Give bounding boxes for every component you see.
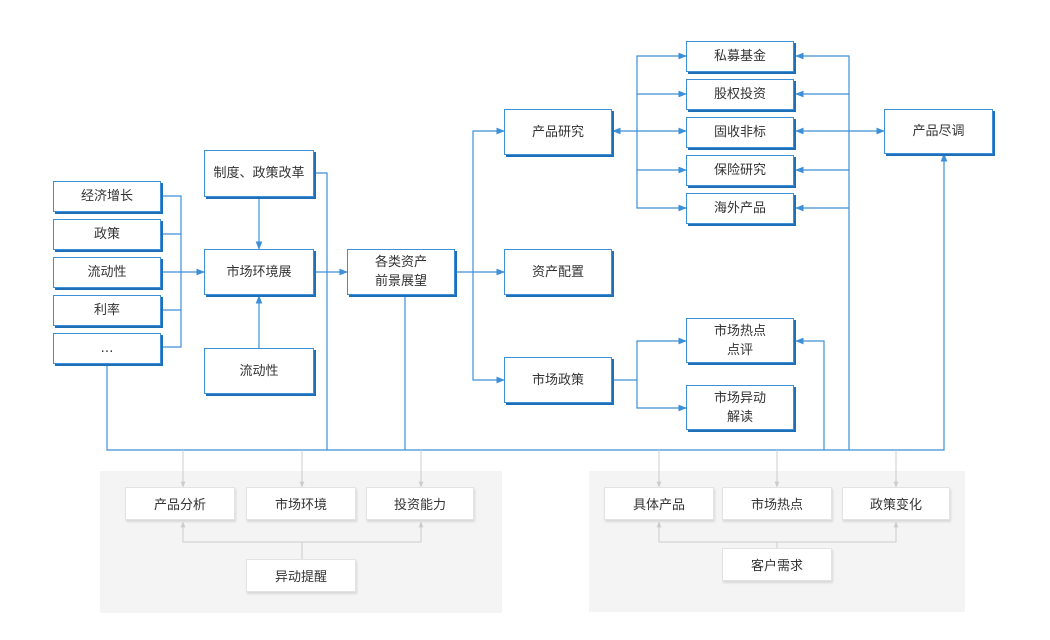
node-market-environment: 市场环境展 bbox=[204, 249, 314, 295]
product-fixed-income: 固收非标 bbox=[686, 117, 794, 148]
input-policy: 政策 bbox=[53, 219, 161, 250]
product-private-fund: 私募基金 bbox=[686, 41, 794, 72]
node-market-move-analysis: 市场异动 解读 bbox=[686, 385, 794, 430]
node-asset-allocation: 资产配置 bbox=[504, 249, 612, 295]
input-economic-growth: 经济增长 bbox=[53, 181, 161, 212]
right-policy-change: 政策变化 bbox=[842, 487, 950, 520]
right-market-hotspots: 市场热点 bbox=[722, 487, 832, 520]
left-investment-capability: 投资能力 bbox=[366, 487, 474, 520]
product-insurance-research: 保险研究 bbox=[686, 155, 794, 186]
left-anomaly-alert: 异动提醒 bbox=[246, 559, 356, 592]
node-hot-topic-review: 市场热点 点评 bbox=[686, 318, 794, 363]
node-due-diligence: 产品尽调 bbox=[884, 109, 993, 154]
node-liquidity: 流动性 bbox=[204, 348, 314, 394]
right-client-needs: 客户需求 bbox=[722, 548, 832, 581]
node-asset-outlook: 各类资产 前景展望 bbox=[347, 249, 455, 295]
left-market-environment: 市场环境 bbox=[246, 487, 356, 520]
input-liquidity: 流动性 bbox=[53, 257, 161, 288]
node-product-research: 产品研究 bbox=[504, 109, 612, 155]
product-equity-investment: 股权投资 bbox=[686, 79, 794, 110]
input-more: … bbox=[53, 333, 161, 364]
node-market-policy: 市场政策 bbox=[504, 357, 612, 403]
left-product-analysis: 产品分析 bbox=[125, 487, 235, 520]
node-reform: 制度、政策改革 bbox=[204, 150, 314, 197]
product-overseas: 海外产品 bbox=[686, 193, 794, 224]
input-interest-rate: 利率 bbox=[53, 295, 161, 326]
right-specific-products: 具体产品 bbox=[604, 487, 714, 520]
